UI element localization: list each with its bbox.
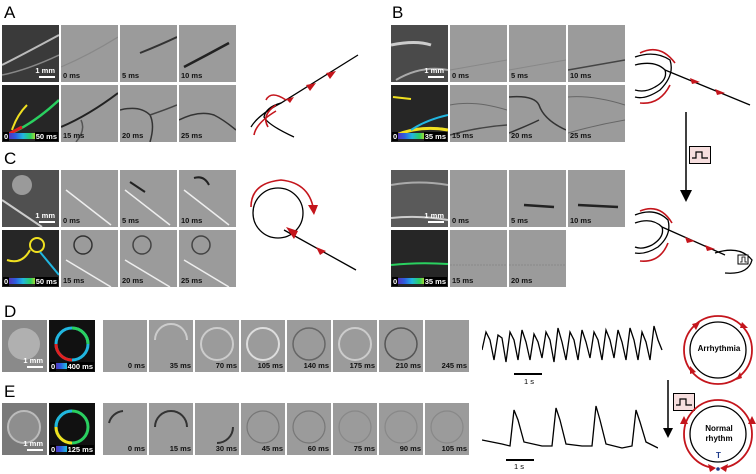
frame-a-5: 25 ms: [179, 85, 236, 142]
colorbar-min: 0: [392, 132, 399, 141]
frame-b-4: 20 ms: [509, 85, 566, 142]
panel-label-d: D: [4, 302, 17, 321]
normal-rhythm-diagram: [680, 399, 756, 472]
frame-b-2: 10 ms: [568, 25, 625, 82]
frame-d-1: 35 ms: [149, 320, 193, 372]
brightfield-image-c: 1 mm: [2, 170, 59, 227]
schematic-b-top: [634, 48, 751, 106]
frame-c-1: 5 ms: [120, 170, 177, 227]
frame-b2-1: 5 ms: [509, 170, 566, 227]
normal-label-1: Normal: [705, 424, 733, 433]
colorbar-min: 0: [50, 445, 57, 454]
frame-b2-3: 15 ms: [450, 230, 507, 287]
time-scale-label-e: 1 s: [514, 462, 525, 471]
activation-map-d: 0 400 ms: [49, 320, 95, 372]
scale-label: 1 mm: [424, 66, 444, 75]
frame-e-1: 15 ms: [149, 403, 193, 455]
stimulus-marker: T: [716, 451, 721, 460]
scale-label: 1 mm: [35, 66, 55, 75]
brightfield-image-b: 1 mm: [391, 25, 448, 82]
time-scale-label-d: 1 s: [524, 377, 535, 386]
activation-map-c: 0 50 ms: [2, 230, 59, 287]
frame-e-5: 75 ms: [333, 403, 377, 455]
scale-label: 1 mm: [23, 356, 43, 365]
time-scale-bar-d: [514, 373, 542, 375]
frame-d-7: 245 ms: [425, 320, 469, 372]
frame-e-2: 30 ms: [195, 403, 239, 455]
frame-b-5: 25 ms: [568, 85, 625, 142]
arrhythmia-diagram: [683, 315, 753, 385]
brightfield-image-a: 1 mm: [2, 25, 59, 82]
voltage-trace-e: [482, 405, 658, 449]
stimulus-icon: [689, 146, 711, 164]
frame-a-4: 20 ms: [120, 85, 177, 142]
voltage-trace-d: [482, 325, 663, 363]
down-arrow-de: [663, 380, 673, 438]
colorbar-max: 400 ms: [66, 362, 94, 371]
panel-label-b: B: [392, 3, 404, 22]
activation-map-b2: 0 35 ms: [391, 230, 448, 287]
activation-map-b: 0 35 ms: [391, 85, 448, 142]
frame-a-1: 5 ms: [120, 25, 177, 82]
frame-b2-0: 0 ms: [450, 170, 507, 227]
frame-d-5: 175 ms: [333, 320, 377, 372]
colorbar-max: 35 ms: [423, 132, 447, 141]
frame-b-1: 5 ms: [509, 25, 566, 82]
panel-label-c: C: [4, 149, 17, 168]
scale-bar: [39, 76, 55, 78]
frame-e-6: 90 ms: [379, 403, 423, 455]
frame-b-0: 0 ms: [450, 25, 507, 82]
colorbar-max: 35 ms: [423, 277, 447, 286]
colorbar-min: 0: [50, 362, 57, 371]
colorbar-min: 0: [3, 132, 10, 141]
activation-map-a: 0 50 ms: [2, 85, 59, 142]
arrhythmia-label: Arrhythmia: [697, 344, 741, 353]
frame-d-6: 210 ms: [379, 320, 423, 372]
brightfield-image-b2: 1 mm: [391, 170, 448, 227]
frame-b2-2: 10 ms: [568, 170, 625, 227]
activation-map-e: 0 125 ms: [49, 403, 95, 455]
scale-label: 1 mm: [35, 211, 55, 220]
brightfield-image-e: 1 mm: [2, 403, 47, 455]
frame-e-0: 0 ms: [103, 403, 147, 455]
scale-label: 1 mm: [23, 439, 43, 448]
schematic-a: [250, 54, 359, 138]
panel-label-e: E: [4, 382, 16, 401]
colorbar-max: 50 ms: [34, 277, 58, 286]
down-arrow: [680, 112, 692, 202]
frame-b-3: 15 ms: [450, 85, 507, 142]
color-bar: [8, 133, 53, 139]
frame-a-3: 15 ms: [61, 85, 118, 142]
schematic-c: [250, 179, 357, 271]
frame-a-0: 0 ms: [61, 25, 118, 82]
panel-label-a: A: [4, 3, 16, 22]
frame-b2-4: 20 ms: [509, 230, 566, 287]
frame-e-4: 60 ms: [287, 403, 331, 455]
colorbar-max: 50 ms: [34, 132, 58, 141]
frame-c-2: 10 ms: [179, 170, 236, 227]
frame-a-2: 10 ms: [179, 25, 236, 82]
colorbar-min: 0: [392, 277, 399, 286]
frame-e-3: 45 ms: [241, 403, 285, 455]
frame-c-3: 15 ms: [61, 230, 118, 287]
frame-c-5: 25 ms: [179, 230, 236, 287]
frame-d-4: 140 ms: [287, 320, 331, 372]
colorbar-max: 125 ms: [66, 445, 94, 454]
frame-d-3: 105 ms: [241, 320, 285, 372]
frame-c-0: 0 ms: [61, 170, 118, 227]
schematic-b-bottom: [634, 207, 753, 274]
colorbar-min: 0: [3, 277, 10, 286]
normal-label-2: rhythm: [705, 434, 733, 443]
time-scale-bar-e: [506, 459, 534, 461]
scale-label: 1 mm: [424, 211, 444, 220]
frame-c-4: 20 ms: [120, 230, 177, 287]
stimulus-icon-de: [673, 393, 695, 411]
frame-d-0: 0 ms: [103, 320, 147, 372]
frame-d-2: 70 ms: [195, 320, 239, 372]
frame-e-7: 105 ms: [425, 403, 469, 455]
brightfield-image-d: 1 mm: [2, 320, 47, 372]
